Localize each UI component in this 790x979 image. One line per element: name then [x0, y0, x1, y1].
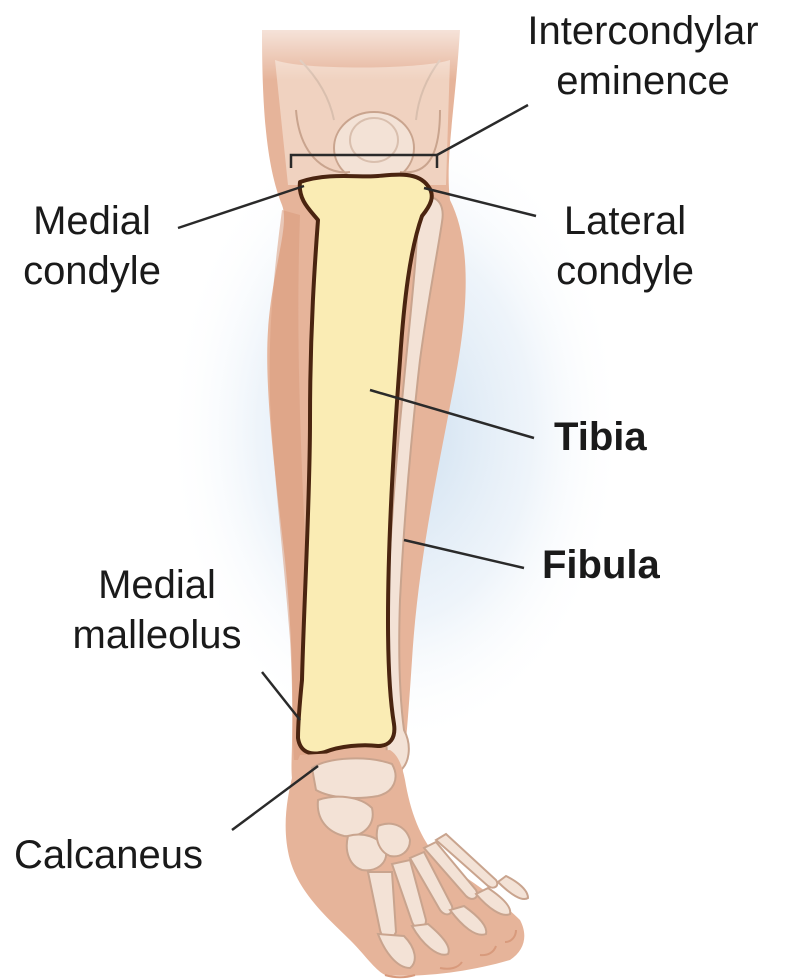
- label-tibia: Tibia: [554, 412, 647, 462]
- label-calcaneus: Calcaneus: [14, 830, 203, 880]
- label-fibula: Fibula: [542, 540, 660, 590]
- label-medial-malleolus: Medial malleolus: [42, 560, 272, 660]
- label-intercondylar-eminence: Intercondylar eminence: [498, 6, 788, 106]
- label-lateral-condyle: Lateral condyle: [536, 196, 714, 296]
- label-medial-condyle: Medial condyle: [2, 196, 182, 296]
